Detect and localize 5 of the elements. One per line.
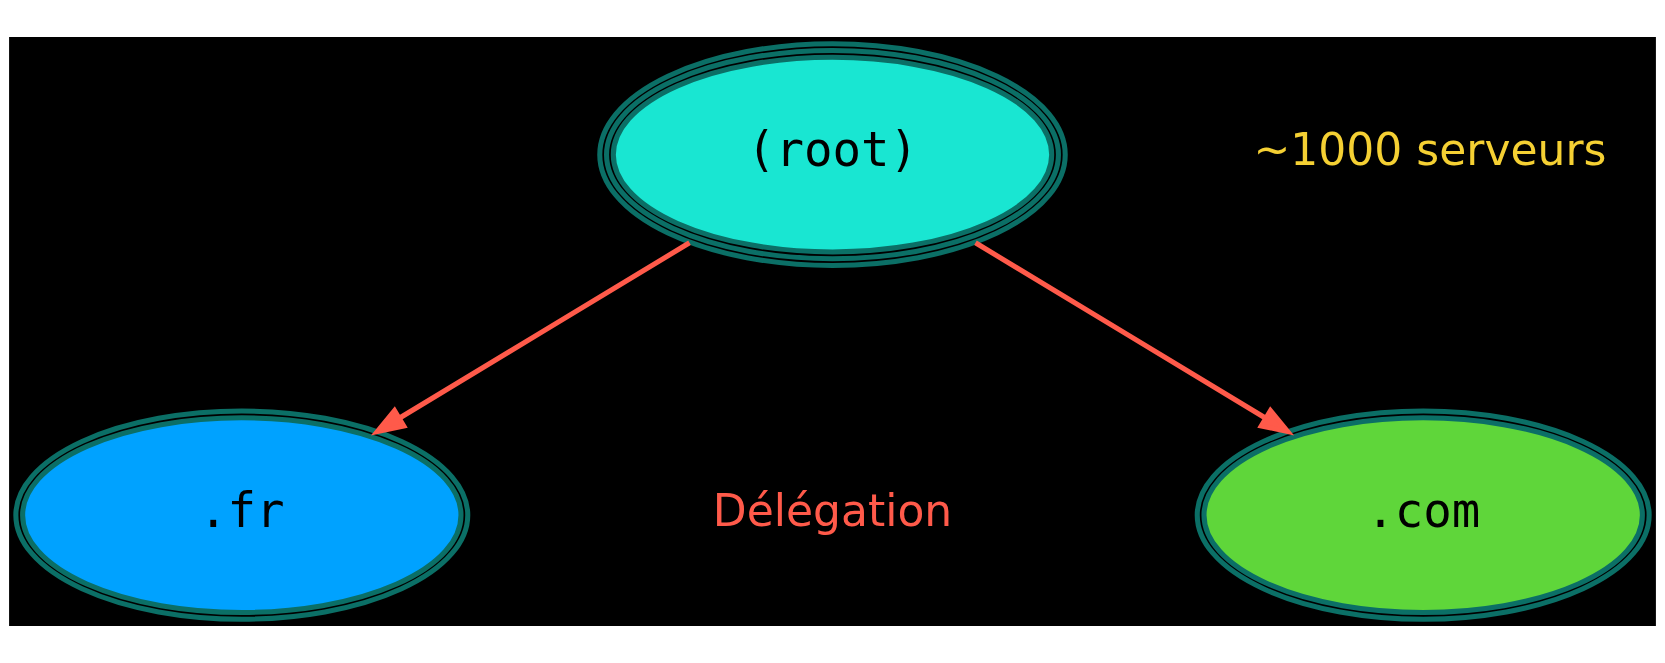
label: ~1000 serveurs bbox=[1253, 124, 1607, 176]
node-ellipse: (root) bbox=[597, 41, 1068, 269]
arrow bbox=[974, 240, 1295, 436]
arrow bbox=[370, 240, 691, 436]
label: Délégation bbox=[712, 484, 953, 536]
